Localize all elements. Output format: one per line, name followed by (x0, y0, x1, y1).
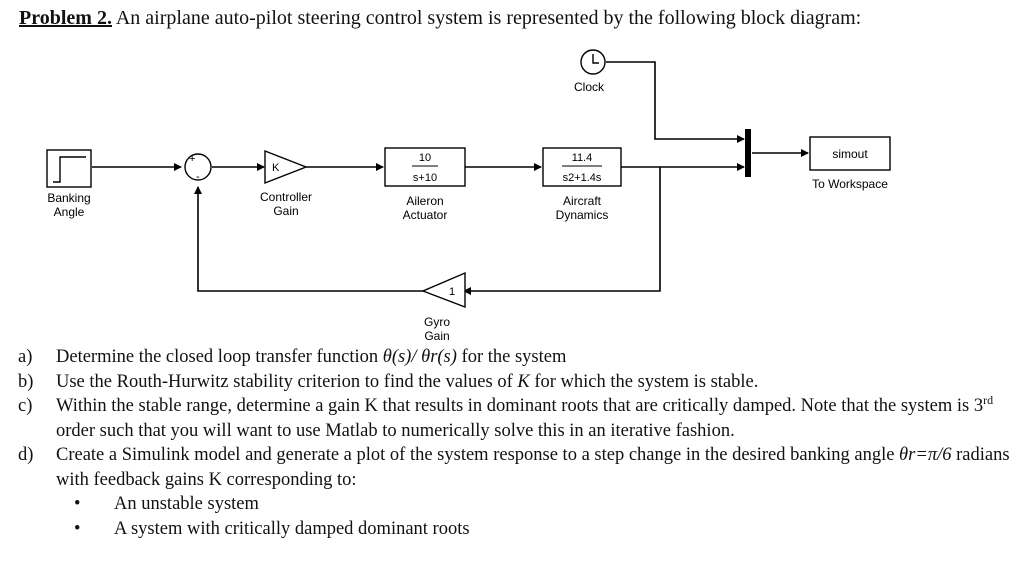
bullet-dot-icon: • (74, 518, 81, 539)
sum-junction: + - (184, 153, 212, 183)
question-b: b) Use the Routh-Hurwitz stability crite… (18, 370, 1018, 395)
line-gyro-to-sum (194, 186, 430, 292)
mux-block (745, 129, 751, 177)
question-list: a) Determine the closed loop transfer fu… (18, 345, 1018, 541)
question-d: d) Create a Simulink model and generate … (18, 443, 1018, 492)
aircraft-denominator: s2+1.4s (563, 172, 602, 184)
question-letter: c) (18, 396, 33, 416)
gyro-value: 1 (449, 286, 455, 298)
question-c-text-1: Within the stable range, determine a gai… (56, 396, 984, 416)
question-b-text-1: Use the Routh-Hurwitz stability criterio… (56, 371, 518, 392)
gyro-label-2: Gain (424, 329, 449, 343)
block-diagram: Banking Angle + - K Controller Gain 10 s… (46, 49, 891, 343)
controller-label-2: Gain (273, 204, 298, 218)
workspace-label: To Workspace (812, 177, 888, 191)
signal-lines (92, 61, 809, 295)
aircraft-dynamics-block (542, 147, 622, 187)
problem-statement: An airplane auto-pilot steering control … (115, 7, 862, 29)
transfer-function-expression: θ(s)/ θr(s) (382, 347, 457, 367)
controller-label-1: Controller (260, 190, 312, 204)
sum-plus-sign: + (189, 153, 195, 165)
line-clock-to-mux (606, 61, 745, 143)
clock-label: Clock (574, 80, 605, 94)
aircraft-label-1: Aircraft (563, 194, 602, 208)
clock-icon (580, 49, 606, 75)
bullet-item: • A system with critically damped dominan… (18, 517, 1018, 542)
gyro-label-1: Gyro (424, 315, 450, 329)
line-feedback-to-gyro (463, 167, 661, 295)
ordinal-superscript: rd (983, 392, 994, 407)
bullet-1-text: An unstable system (114, 494, 259, 514)
sum-minus-sign: - (196, 171, 200, 183)
gain-symbol: K (272, 162, 280, 174)
problem-title: Problem 2. An airplane auto-pilot steeri… (19, 7, 861, 30)
aileron-label-2: Actuator (403, 208, 448, 222)
question-a-text-1: Determine the closed loop transfer funct… (56, 347, 383, 367)
bullet-list: • An unstable system • A system with criti… (18, 492, 1018, 541)
question-c: c) Within the stable range, determine a … (18, 394, 1018, 443)
controller-gain-block (264, 149, 308, 185)
bullet-item: • An unstable system (18, 492, 1018, 517)
aileron-label-1: Aileron (406, 194, 443, 208)
question-letter: b) (18, 371, 34, 392)
question-d-text-2: radians with feedback gains K correspond… (56, 445, 1010, 490)
question-a: a) Determine the closed loop transfer fu… (18, 345, 1018, 370)
bullet-dot-icon: • (74, 494, 81, 514)
aircraft-label-2: Dynamics (556, 208, 609, 222)
aileron-denominator: s+10 (413, 172, 437, 184)
to-workspace-block (809, 136, 891, 171)
question-b-text-2: for which the system is stable. (529, 371, 759, 392)
problem-number: Problem 2. (19, 7, 112, 29)
question-c-text-2: order such that you will want to use Mat… (56, 420, 735, 441)
gyro-gain-block (421, 271, 466, 309)
reference-angle-expression: θr=π/6 (899, 445, 952, 465)
banking-label-2: Angle (54, 205, 85, 219)
simout-label: simout (832, 147, 868, 161)
bullet-2-text: A system with critically damped dominant… (114, 518, 470, 539)
question-letter: d) (18, 445, 34, 465)
question-d-text-1: Create a Simulink model and generate a p… (56, 445, 900, 465)
aileron-actuator-block (384, 147, 466, 187)
aircraft-numerator: 11.4 (572, 152, 593, 164)
step-source-block (46, 149, 92, 188)
banking-label-1: Banking (47, 191, 90, 205)
gain-k-symbol: K (517, 371, 530, 392)
question-letter: a) (18, 347, 33, 367)
aileron-numerator: 10 (419, 152, 431, 164)
question-a-text-2: for the system (456, 347, 567, 367)
